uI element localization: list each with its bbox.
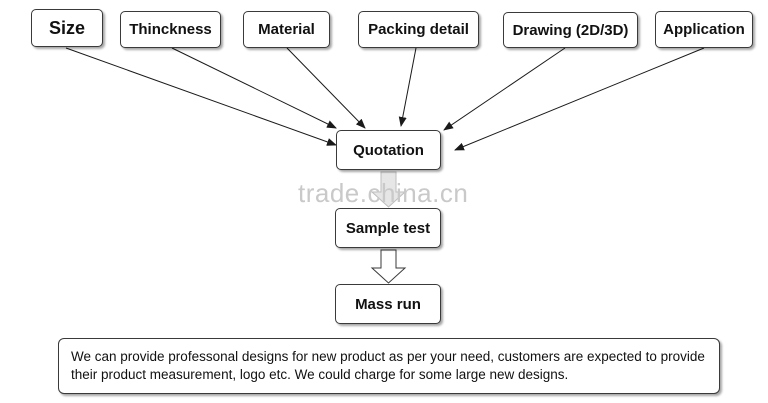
input-material: Material [243,11,330,48]
block-arrow-sample-to-mass [370,249,407,284]
arrow-drawing-to-quotation [443,47,566,131]
input-thickness: Thinckness [120,11,221,48]
watermark: trade.china.cn [298,178,469,208]
input-drawing: Drawing (2D/3D) [503,12,638,48]
input-packing-detail: Packing detail [358,11,479,48]
arrow-thickness-to-quotation [171,47,337,129]
arrow-application-to-quotation [454,47,705,151]
arrow-material-to-quotation [286,47,366,129]
arrow-packing-to-quotation [398,47,417,127]
design-note: We can provide professonal designs for n… [58,338,720,394]
arrow-size-to-quotation [65,47,337,146]
quotation-box: Quotation [336,130,441,170]
input-application: Application [655,11,753,48]
sample-test-box: Sample test [335,208,441,248]
input-size: Size [31,9,103,47]
mass-run-box: Mass run [335,284,441,324]
block-arrow-quotation-to-sample [370,171,407,208]
